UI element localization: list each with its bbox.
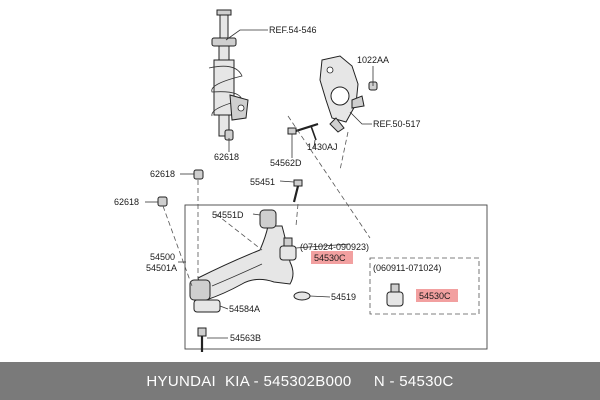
lower-control-arm: [197, 225, 294, 301]
part-number-banner: HYUNDAI KIA - 545302B000 N - 54530C: [0, 362, 600, 400]
label-1430aj: 1430AJ: [307, 142, 338, 152]
highlight-54530c-b: [416, 289, 458, 302]
label-ref-54-546: REF.54-546: [269, 25, 317, 35]
leader-lines: [145, 29, 374, 339]
front-bushing: [189, 279, 211, 301]
label-range-1: (071024-090923): [300, 242, 369, 252]
label-54530c-b: 54530C: [419, 291, 451, 301]
variant-box: [369, 257, 480, 315]
pin-1430aj: [310, 125, 317, 141]
nut-62618-b: [157, 196, 168, 207]
label-54551d: 54551D: [212, 210, 244, 220]
label-54501a: 54501A: [146, 263, 177, 273]
label-54563b: 54563B: [230, 333, 261, 343]
nut-62618-a: [193, 169, 204, 180]
label-62618-a: 62618: [150, 169, 175, 179]
label-62618-strut: 62618: [214, 152, 239, 162]
highlight-54530c-a: [311, 251, 353, 264]
bolt-54563b: [197, 327, 207, 352]
label-54500: 54500: [150, 252, 175, 262]
bushing-54551d: [259, 209, 277, 229]
label-range-2: (060911-071024): [373, 263, 441, 273]
parts-diagram: REF.54-546 62618 1022AA REF.50-517 1430A…: [114, 9, 488, 352]
bushing-54584a: [193, 299, 221, 313]
label-54562d: 54562D: [270, 158, 302, 168]
steering-knuckle: [319, 55, 378, 133]
assembly-box: [184, 204, 488, 350]
label-54530c-a: 54530C: [314, 253, 346, 263]
label-54519: 54519: [331, 292, 356, 302]
label-54584a: 54584A: [229, 304, 260, 314]
alignment-lines: [162, 115, 371, 287]
label-1022aa: 1022AA: [357, 55, 389, 65]
bolt-55451: [292, 179, 303, 203]
strut-assembly: [208, 9, 249, 141]
label-55451: 55451: [250, 177, 275, 187]
ball-joint-54530c-b: [386, 283, 404, 307]
washer-54519: [293, 291, 311, 301]
label-62618-b: 62618: [114, 197, 139, 207]
label-ref-50-517: REF.50-517: [373, 119, 421, 129]
ball-joint-54530c-a: [279, 237, 297, 261]
